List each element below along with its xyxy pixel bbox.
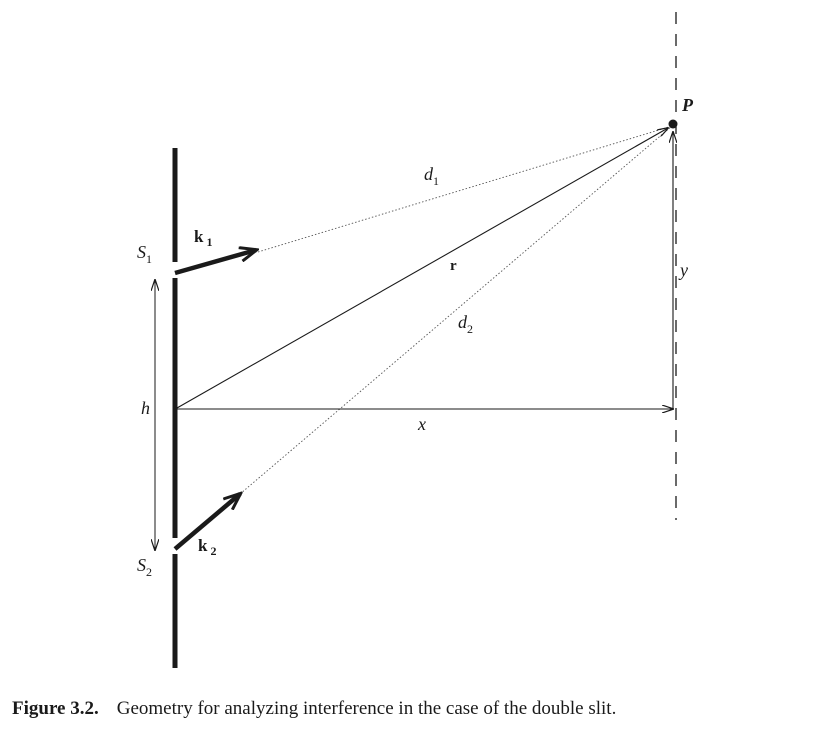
ray-d1: [257, 125, 673, 253]
label-d1: d1: [424, 164, 439, 188]
ray-d2: [239, 125, 673, 495]
label-s1: S1: [137, 242, 152, 266]
label-h: h: [141, 398, 150, 418]
wave-vector-k1: [174, 250, 256, 276]
figure-caption-text: Geometry for analyzing interference in t…: [116, 698, 617, 719]
label-d2: d2: [458, 312, 473, 336]
label-r: r: [450, 258, 457, 274]
figure-number: Figure 3.2.: [12, 698, 99, 719]
label-x: x: [417, 414, 426, 434]
vector-r: [176, 128, 668, 409]
label-y: y: [678, 260, 688, 280]
label-s2: S2: [137, 555, 152, 579]
wave-vector-k2: [173, 494, 240, 551]
figure-caption: Figure 3.2. Geometry for analyzing interf…: [12, 698, 827, 720]
point-p-dot: [668, 119, 678, 129]
label-p: P: [681, 95, 694, 115]
